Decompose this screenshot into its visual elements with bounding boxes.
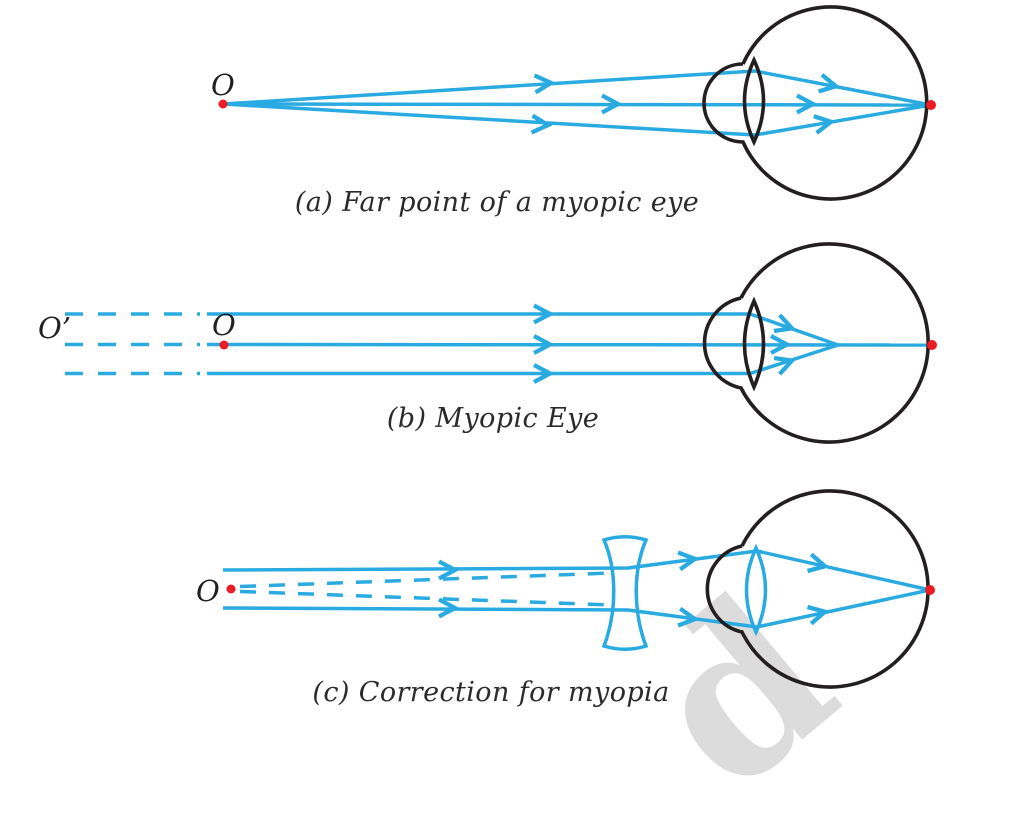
ray-bottom-a xyxy=(222,102,932,137)
panel-c: O xyxy=(196,489,935,689)
ray-middle-b xyxy=(206,342,933,347)
panel-a: O xyxy=(211,5,936,201)
ray-arrowhead xyxy=(532,116,549,134)
caption-a: (a) Far point of a myopic eye xyxy=(294,187,700,218)
rays-a xyxy=(222,69,932,137)
far-point-label-b: O’ xyxy=(38,311,71,345)
virtual-ray-upper-c xyxy=(239,571,613,589)
eye-lens-a xyxy=(742,55,766,147)
eye-a xyxy=(702,5,929,201)
myopia-figure: O O’ O xyxy=(38,5,937,689)
eyeball-outline-b xyxy=(702,242,930,444)
object-point-a xyxy=(218,99,228,109)
retina-point-b xyxy=(927,340,937,350)
object-point-label-a: O xyxy=(211,68,235,102)
virtual-ray-lower-c xyxy=(239,589,613,607)
concave-corrective-lens-c xyxy=(601,535,649,651)
eye-c xyxy=(705,489,930,689)
ray-top-a xyxy=(222,69,932,107)
panel-b: O’ O xyxy=(38,242,937,444)
retina-focus-point-a xyxy=(926,100,936,110)
object-point-c xyxy=(226,584,236,594)
caption-b: (b) Myopic Eye xyxy=(386,403,600,434)
object-point-b xyxy=(219,340,229,350)
rays-b xyxy=(65,306,933,383)
caption-c: (c) Correction for myopia xyxy=(312,677,670,708)
object-point-label-c: O xyxy=(196,574,220,608)
ray-middle-a xyxy=(222,102,932,107)
eye-lens-b xyxy=(742,296,766,392)
eyeball-outline-a xyxy=(702,5,929,201)
eye-lens-c xyxy=(744,543,768,637)
eye-b xyxy=(702,242,930,444)
object-point-label-b: O xyxy=(212,308,236,342)
eyeball-outline-c xyxy=(705,489,930,689)
retina-focus-point-c xyxy=(925,585,935,595)
rays-c xyxy=(222,535,931,651)
